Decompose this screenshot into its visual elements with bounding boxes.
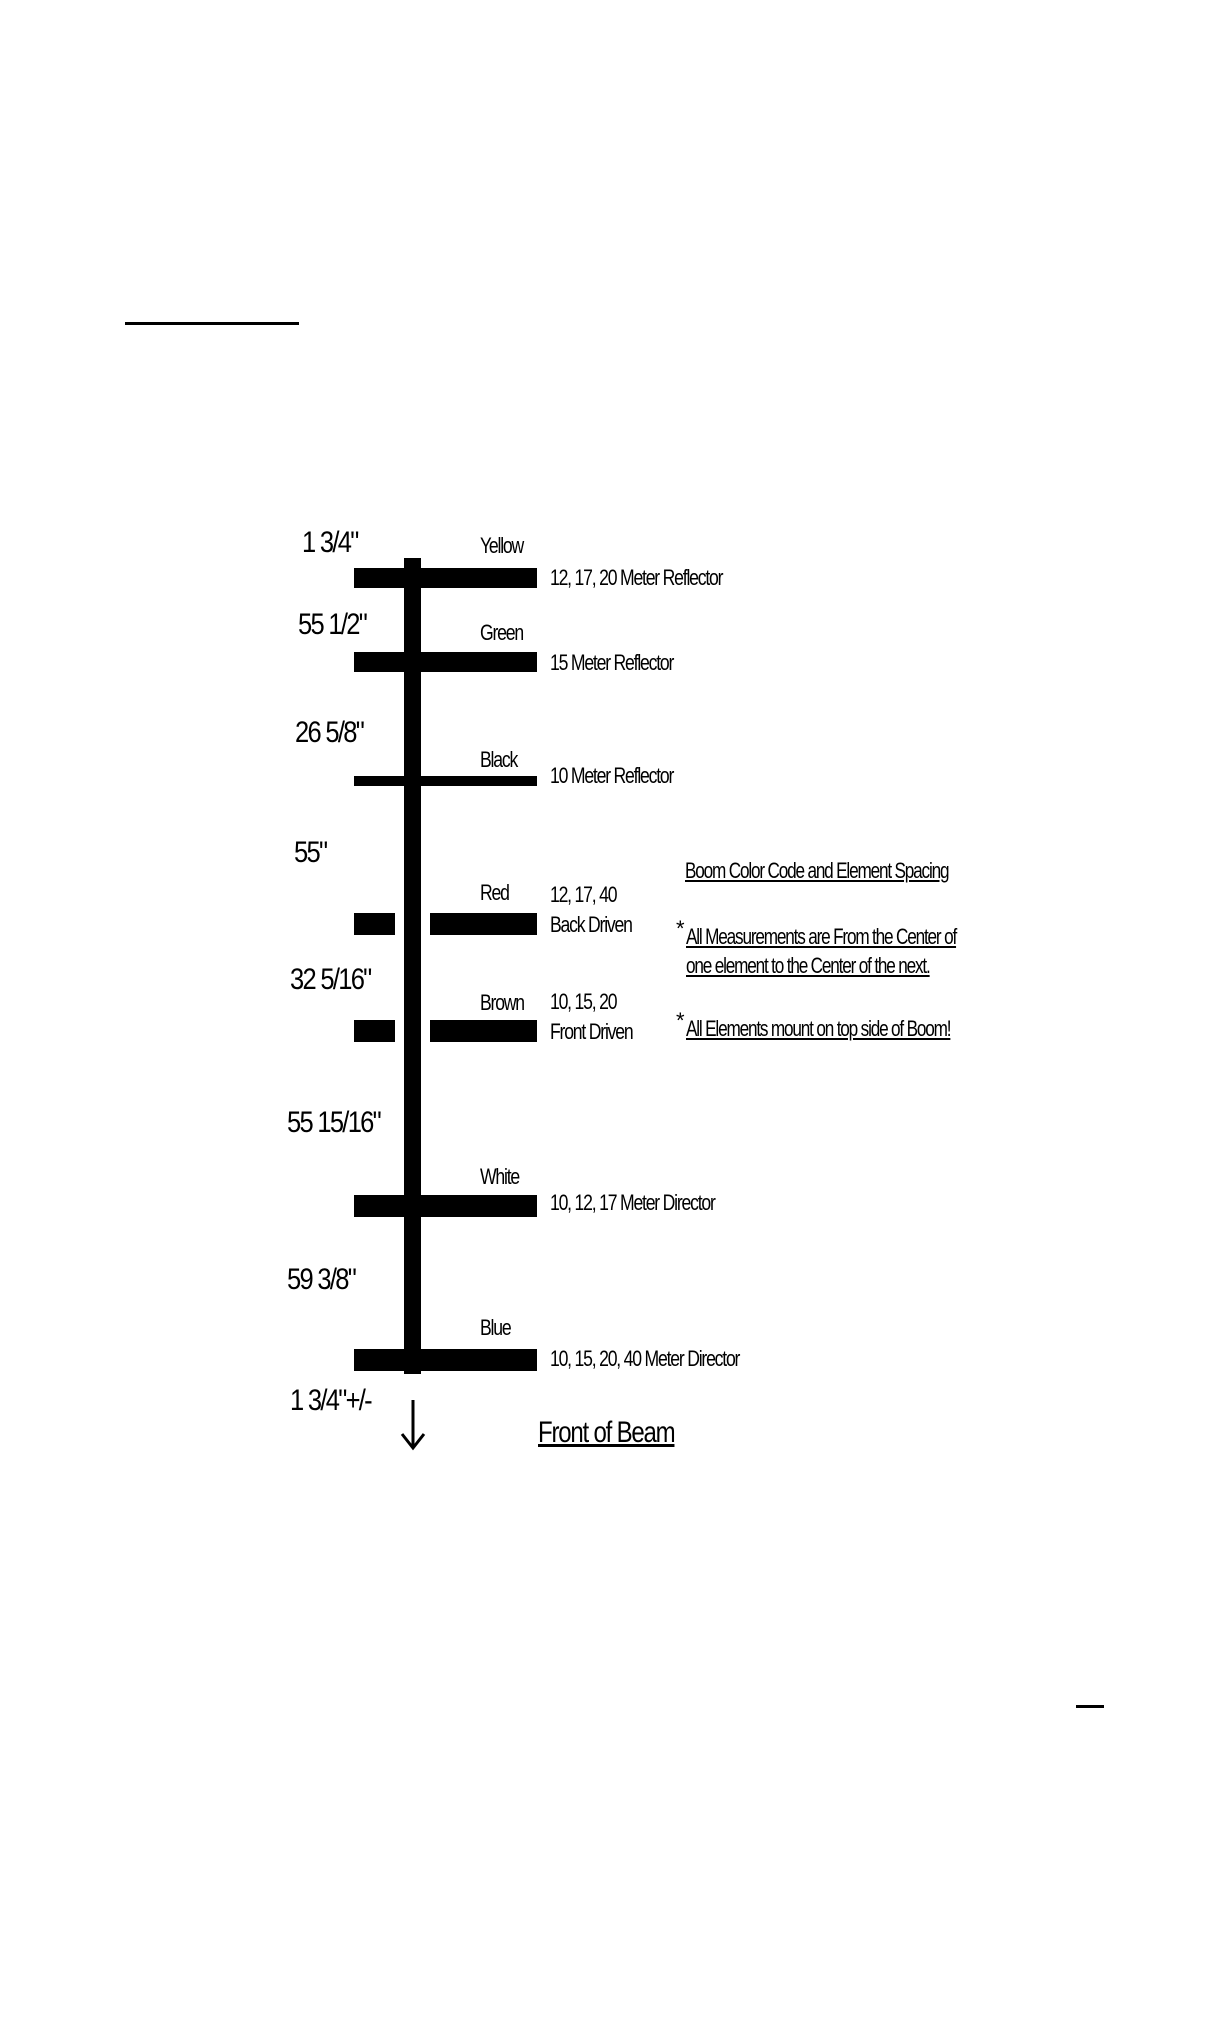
element-blue-bar bbox=[354, 1349, 537, 1371]
spacing-blue: 59 3/8" bbox=[287, 1263, 357, 1296]
spacing-green: 55 1/2" bbox=[298, 608, 368, 641]
note2-star: * bbox=[676, 1008, 685, 1033]
spacing-brown: 32 5/16" bbox=[290, 963, 372, 996]
desc-brown-line1: 10, 15, 20 bbox=[550, 989, 617, 1014]
element-black-bar bbox=[354, 776, 537, 786]
spacing-end: 1 3/4"+/- bbox=[290, 1384, 373, 1417]
element-red-bar-right bbox=[430, 913, 537, 935]
boom bbox=[404, 558, 421, 1374]
element-brown-bar-right bbox=[430, 1020, 537, 1042]
spacing-red: 55" bbox=[294, 836, 328, 869]
color-yellow: Yellow bbox=[480, 533, 524, 558]
front-of-beam-label: Front of Beam bbox=[538, 1416, 676, 1449]
element-brown-bar-left bbox=[354, 1020, 395, 1042]
desc-white: 10, 12, 17 Meter Director bbox=[550, 1190, 716, 1215]
element-green-bar bbox=[354, 652, 537, 672]
element-yellow-bar bbox=[354, 568, 537, 588]
element-red-bar-left bbox=[354, 913, 395, 935]
desc-brown-line2: Front Driven bbox=[550, 1019, 634, 1044]
spacing-white: 55 15/16" bbox=[287, 1106, 382, 1139]
note2: All Elements mount on top side of Boom! bbox=[686, 1016, 952, 1041]
color-blue: Blue bbox=[480, 1315, 512, 1340]
color-black: Black bbox=[480, 747, 518, 772]
color-white: White bbox=[480, 1164, 520, 1189]
color-green: Green bbox=[480, 620, 524, 645]
desc-black: 10 Meter Reflector bbox=[550, 763, 674, 788]
desc-red-line2: Back Driven bbox=[550, 912, 633, 937]
desc-blue: 10, 15, 20, 40 Meter Director bbox=[550, 1346, 740, 1371]
desc-green: 15 Meter Reflector bbox=[550, 650, 674, 675]
desc-yellow: 12, 17, 20 Meter Reflector bbox=[550, 565, 723, 590]
color-red: Red bbox=[480, 880, 510, 905]
spacing-black: 26 5/8" bbox=[295, 716, 365, 749]
note1-line1: All Measurements are From the Center of bbox=[686, 924, 957, 949]
element-white-bar bbox=[354, 1195, 537, 1217]
bottom-right-dash bbox=[1076, 1705, 1104, 1708]
spacing-yellow: 1 3/4" bbox=[302, 526, 359, 559]
notes-title: Boom Color Code and Element Spacing bbox=[685, 858, 950, 883]
note1-line2: one element to the Center of the next. bbox=[686, 953, 931, 978]
color-brown: Brown bbox=[480, 990, 525, 1015]
desc-red-line1: 12, 17, 40 bbox=[550, 882, 617, 907]
note1-star: * bbox=[676, 916, 685, 941]
top-left-rule bbox=[125, 322, 299, 325]
arrow-down-icon bbox=[400, 1400, 426, 1451]
